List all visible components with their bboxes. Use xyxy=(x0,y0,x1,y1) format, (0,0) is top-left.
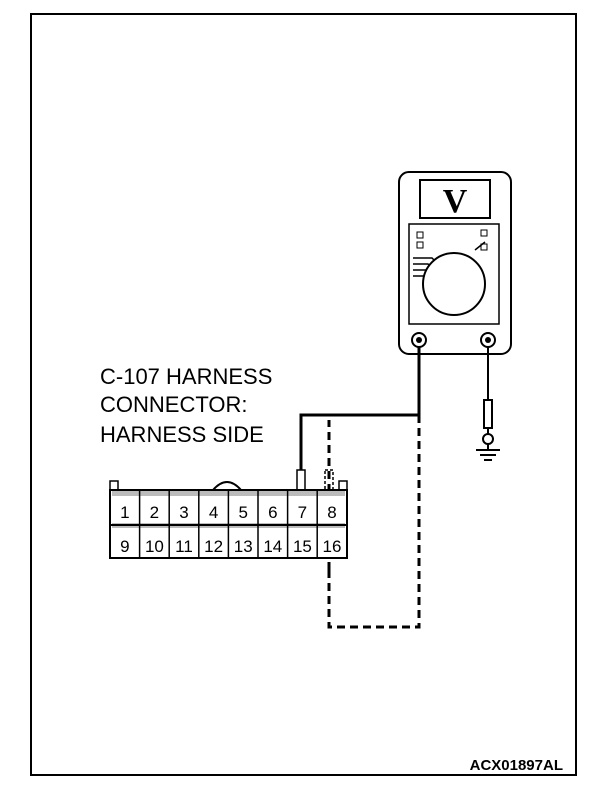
ground-clip xyxy=(482,433,494,445)
ground-lead xyxy=(476,347,500,461)
ground-icon xyxy=(476,449,500,461)
connector-pin-3[interactable]: 3 xyxy=(179,503,188,522)
connector-pin-8[interactable]: 8 xyxy=(327,503,336,522)
figure-frame xyxy=(30,13,577,776)
com-jack-inner xyxy=(416,337,422,343)
connector-pin-13[interactable]: 13 xyxy=(234,537,253,556)
connector-pin-2[interactable]: 2 xyxy=(150,503,159,522)
rotary-selector-dial[interactable] xyxy=(422,252,486,316)
connector-pin-16[interactable]: 16 xyxy=(323,537,342,556)
connector-pin-1[interactable]: 1 xyxy=(120,503,129,522)
connector-pin-4[interactable]: 4 xyxy=(209,503,218,522)
range-square-left-bottom xyxy=(416,241,424,249)
ground-probe xyxy=(483,399,493,429)
figure-code: ACX01897AL xyxy=(470,757,563,774)
connector-pin-5[interactable]: 5 xyxy=(238,503,247,522)
voltmeter: V xyxy=(398,171,512,355)
range-square-right-bottom xyxy=(480,243,488,251)
connector-pin-11[interactable]: 11 xyxy=(175,537,193,556)
connector-label-line3: HARNESS SIDE xyxy=(100,422,264,447)
connector-pin-9[interactable]: 9 xyxy=(120,537,129,556)
connector-pin-14[interactable]: 14 xyxy=(263,537,282,556)
range-square-right-top xyxy=(480,229,488,237)
connector-pin-10[interactable]: 10 xyxy=(145,537,164,556)
connector-label-line2: CONNECTOR: xyxy=(100,392,248,417)
connector-pin-6[interactable]: 6 xyxy=(268,503,277,522)
voltmeter-display xyxy=(419,179,491,219)
connector-latch xyxy=(212,481,242,491)
probe-lead-dashed xyxy=(327,415,421,629)
v-jack-inner xyxy=(485,337,491,343)
range-square-left-top xyxy=(416,231,424,239)
connector-pin-12[interactable]: 12 xyxy=(204,537,223,556)
connector-pin-15[interactable]: 15 xyxy=(293,537,312,556)
voltmeter-display-text: V xyxy=(443,183,468,220)
connector-pin-7[interactable]: 7 xyxy=(298,503,307,522)
probe-lead-solid xyxy=(299,347,421,470)
connector-label-line1: C-107 HARNESS xyxy=(100,364,272,389)
